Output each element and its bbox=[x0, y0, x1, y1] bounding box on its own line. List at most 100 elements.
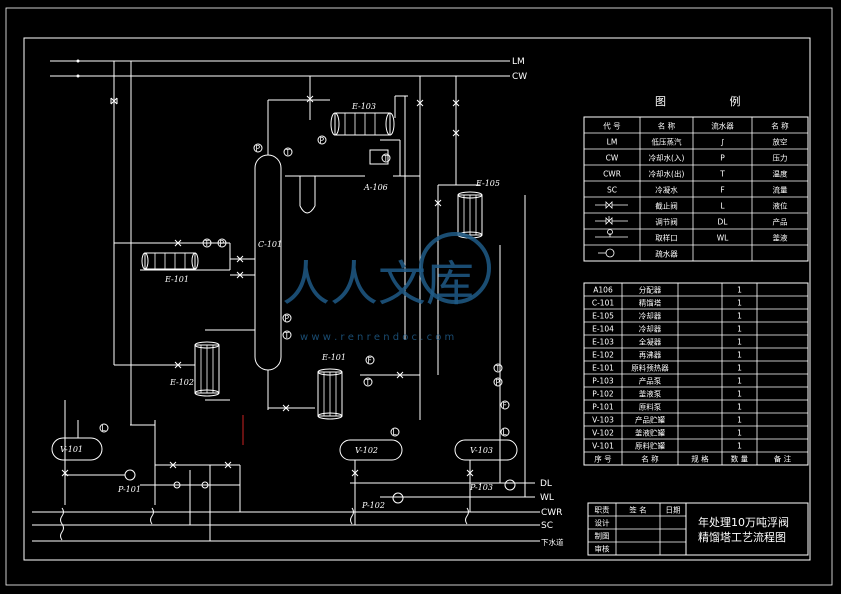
exchanger-e105 bbox=[457, 191, 483, 239]
tag-p101: P-101 bbox=[117, 485, 141, 494]
header-lines bbox=[50, 59, 510, 78]
pump-p101 bbox=[124, 469, 136, 481]
equipment-cell: 分配器 bbox=[639, 286, 662, 295]
equipment-cell: 1 bbox=[737, 390, 742, 399]
svg-text:P: P bbox=[220, 239, 225, 248]
svg-text:P: P bbox=[256, 144, 261, 153]
equipment-cell: P-101 bbox=[592, 403, 614, 412]
legend-cell: 调节阀 bbox=[655, 218, 678, 227]
tank-v103 bbox=[454, 439, 518, 461]
legend-cell: WL bbox=[717, 234, 729, 243]
legend-cell: 名 称 bbox=[658, 121, 676, 131]
pump-p103 bbox=[504, 479, 516, 491]
tag-p103: P-103 bbox=[469, 483, 493, 492]
tag-e103: E-103 bbox=[351, 102, 376, 111]
svg-text:T: T bbox=[383, 154, 389, 163]
inner-border bbox=[23, 37, 811, 561]
tag-p102: P-102 bbox=[361, 501, 385, 510]
legend-cell: 流量 bbox=[773, 185, 788, 195]
stream-sc: SC bbox=[541, 521, 553, 531]
equipment-cell: 1 bbox=[737, 351, 742, 360]
legend-cell: 压力 bbox=[773, 153, 788, 163]
legend-cell: CWR bbox=[603, 170, 621, 179]
equipment-cell: 原料贮罐 bbox=[635, 441, 665, 451]
legend-cell: 产品 bbox=[773, 217, 788, 227]
legend-cell: 釜液 bbox=[773, 233, 788, 243]
instrument-letters: P T P T T P P T F T T P F L L L bbox=[102, 136, 508, 437]
exchanger-e103 bbox=[330, 112, 395, 136]
tank-v101 bbox=[51, 420, 103, 461]
tag-e102: E-102 bbox=[169, 378, 194, 387]
legend-cell: DL bbox=[718, 218, 729, 227]
exchanger-e101-product bbox=[317, 368, 343, 420]
steam-trap-symbol bbox=[605, 248, 615, 258]
legend-cell: 疏水器 bbox=[655, 249, 678, 259]
legend-cell: 代 号 bbox=[603, 121, 620, 131]
equipment-cell: 名 称 bbox=[641, 454, 659, 464]
equipment-cell: E-102 bbox=[592, 351, 614, 360]
pump-p102 bbox=[392, 492, 404, 504]
equipment-cell: 原料泵 bbox=[639, 402, 662, 412]
title-block-cell: 签 名 bbox=[629, 505, 646, 515]
stream-dl: DL bbox=[540, 479, 552, 489]
equipment-cell: 原料预热器 bbox=[631, 363, 669, 373]
equipment-cell: E-105 bbox=[592, 312, 614, 321]
legend-cell: CW bbox=[606, 154, 619, 163]
watermark-cn: 人人文库 bbox=[282, 256, 474, 312]
equipment-cell: 全凝器 bbox=[639, 337, 662, 347]
legend-cell: 冷凝水 bbox=[655, 185, 678, 195]
svg-text:P: P bbox=[285, 314, 290, 323]
legend-cell: 温度 bbox=[773, 169, 788, 179]
equipment-cell: 产品贮罐 bbox=[635, 415, 665, 425]
svg-text:L: L bbox=[503, 428, 508, 437]
equipment-cell: P-103 bbox=[592, 377, 614, 386]
tag-a106: A-106 bbox=[363, 183, 388, 192]
outer-border bbox=[5, 7, 833, 586]
equipment-cell: 1 bbox=[737, 325, 742, 334]
svg-text:L: L bbox=[102, 424, 107, 433]
stream-wl: WL bbox=[540, 493, 554, 503]
tank-v102 bbox=[339, 439, 403, 461]
legend-cell: 冷却水(入) bbox=[649, 153, 685, 163]
gate-valve-symbol bbox=[595, 201, 628, 209]
equipment-cell: 1 bbox=[737, 338, 742, 347]
title-block-cell: 设计 bbox=[595, 518, 610, 528]
title-block: 职责签 名日期设计制图审核 bbox=[587, 502, 809, 556]
equipment-cell: 1 bbox=[737, 377, 742, 386]
exchanger-e101-feed bbox=[141, 252, 199, 270]
equipment-cell: V-103 bbox=[592, 416, 614, 425]
legend-cell: ∫ bbox=[721, 138, 725, 147]
stream-cw: CW bbox=[512, 72, 527, 82]
column-c101 bbox=[254, 140, 282, 410]
legend-cell: SC bbox=[607, 186, 617, 195]
pipe-breaks bbox=[60, 507, 469, 541]
equipment-cell: 1 bbox=[737, 442, 742, 451]
horizontal-piping bbox=[65, 139, 525, 498]
equipment-cell: 冷却器 bbox=[639, 311, 662, 321]
equipment-cell: 釜液泵 bbox=[639, 389, 662, 399]
watermark: 人人文库 w w w . r e n r e n d o c . c o m bbox=[282, 232, 491, 343]
drawing-title-line1: 年处理10万吨浮阀 bbox=[698, 515, 789, 529]
title-block-cell: 日期 bbox=[666, 506, 681, 515]
svg-text:P: P bbox=[496, 378, 501, 387]
legend-cell: 截止阀 bbox=[655, 201, 678, 211]
legend-cell: P bbox=[720, 154, 725, 163]
equipment-cell: 数 量 bbox=[731, 454, 749, 464]
equipment-cell: 1 bbox=[737, 403, 742, 412]
equipment-cell: A106 bbox=[593, 286, 613, 295]
legend-cell: 低压蒸汽 bbox=[652, 137, 682, 147]
equipment-cell: 1 bbox=[737, 299, 742, 308]
equipment-cell: V-101 bbox=[592, 442, 614, 451]
equipment-cell: 1 bbox=[737, 286, 742, 295]
equipment-cell: E-104 bbox=[592, 325, 614, 334]
equipment-cell: 1 bbox=[737, 416, 742, 425]
drawing-title-line2: 精馏塔工艺流程图 bbox=[698, 530, 786, 544]
equipment-cell: 冷却器 bbox=[639, 324, 662, 334]
svg-text:L: L bbox=[393, 428, 398, 437]
equipment-cell: E-103 bbox=[592, 338, 614, 347]
legend-cell: 放空 bbox=[773, 137, 788, 147]
